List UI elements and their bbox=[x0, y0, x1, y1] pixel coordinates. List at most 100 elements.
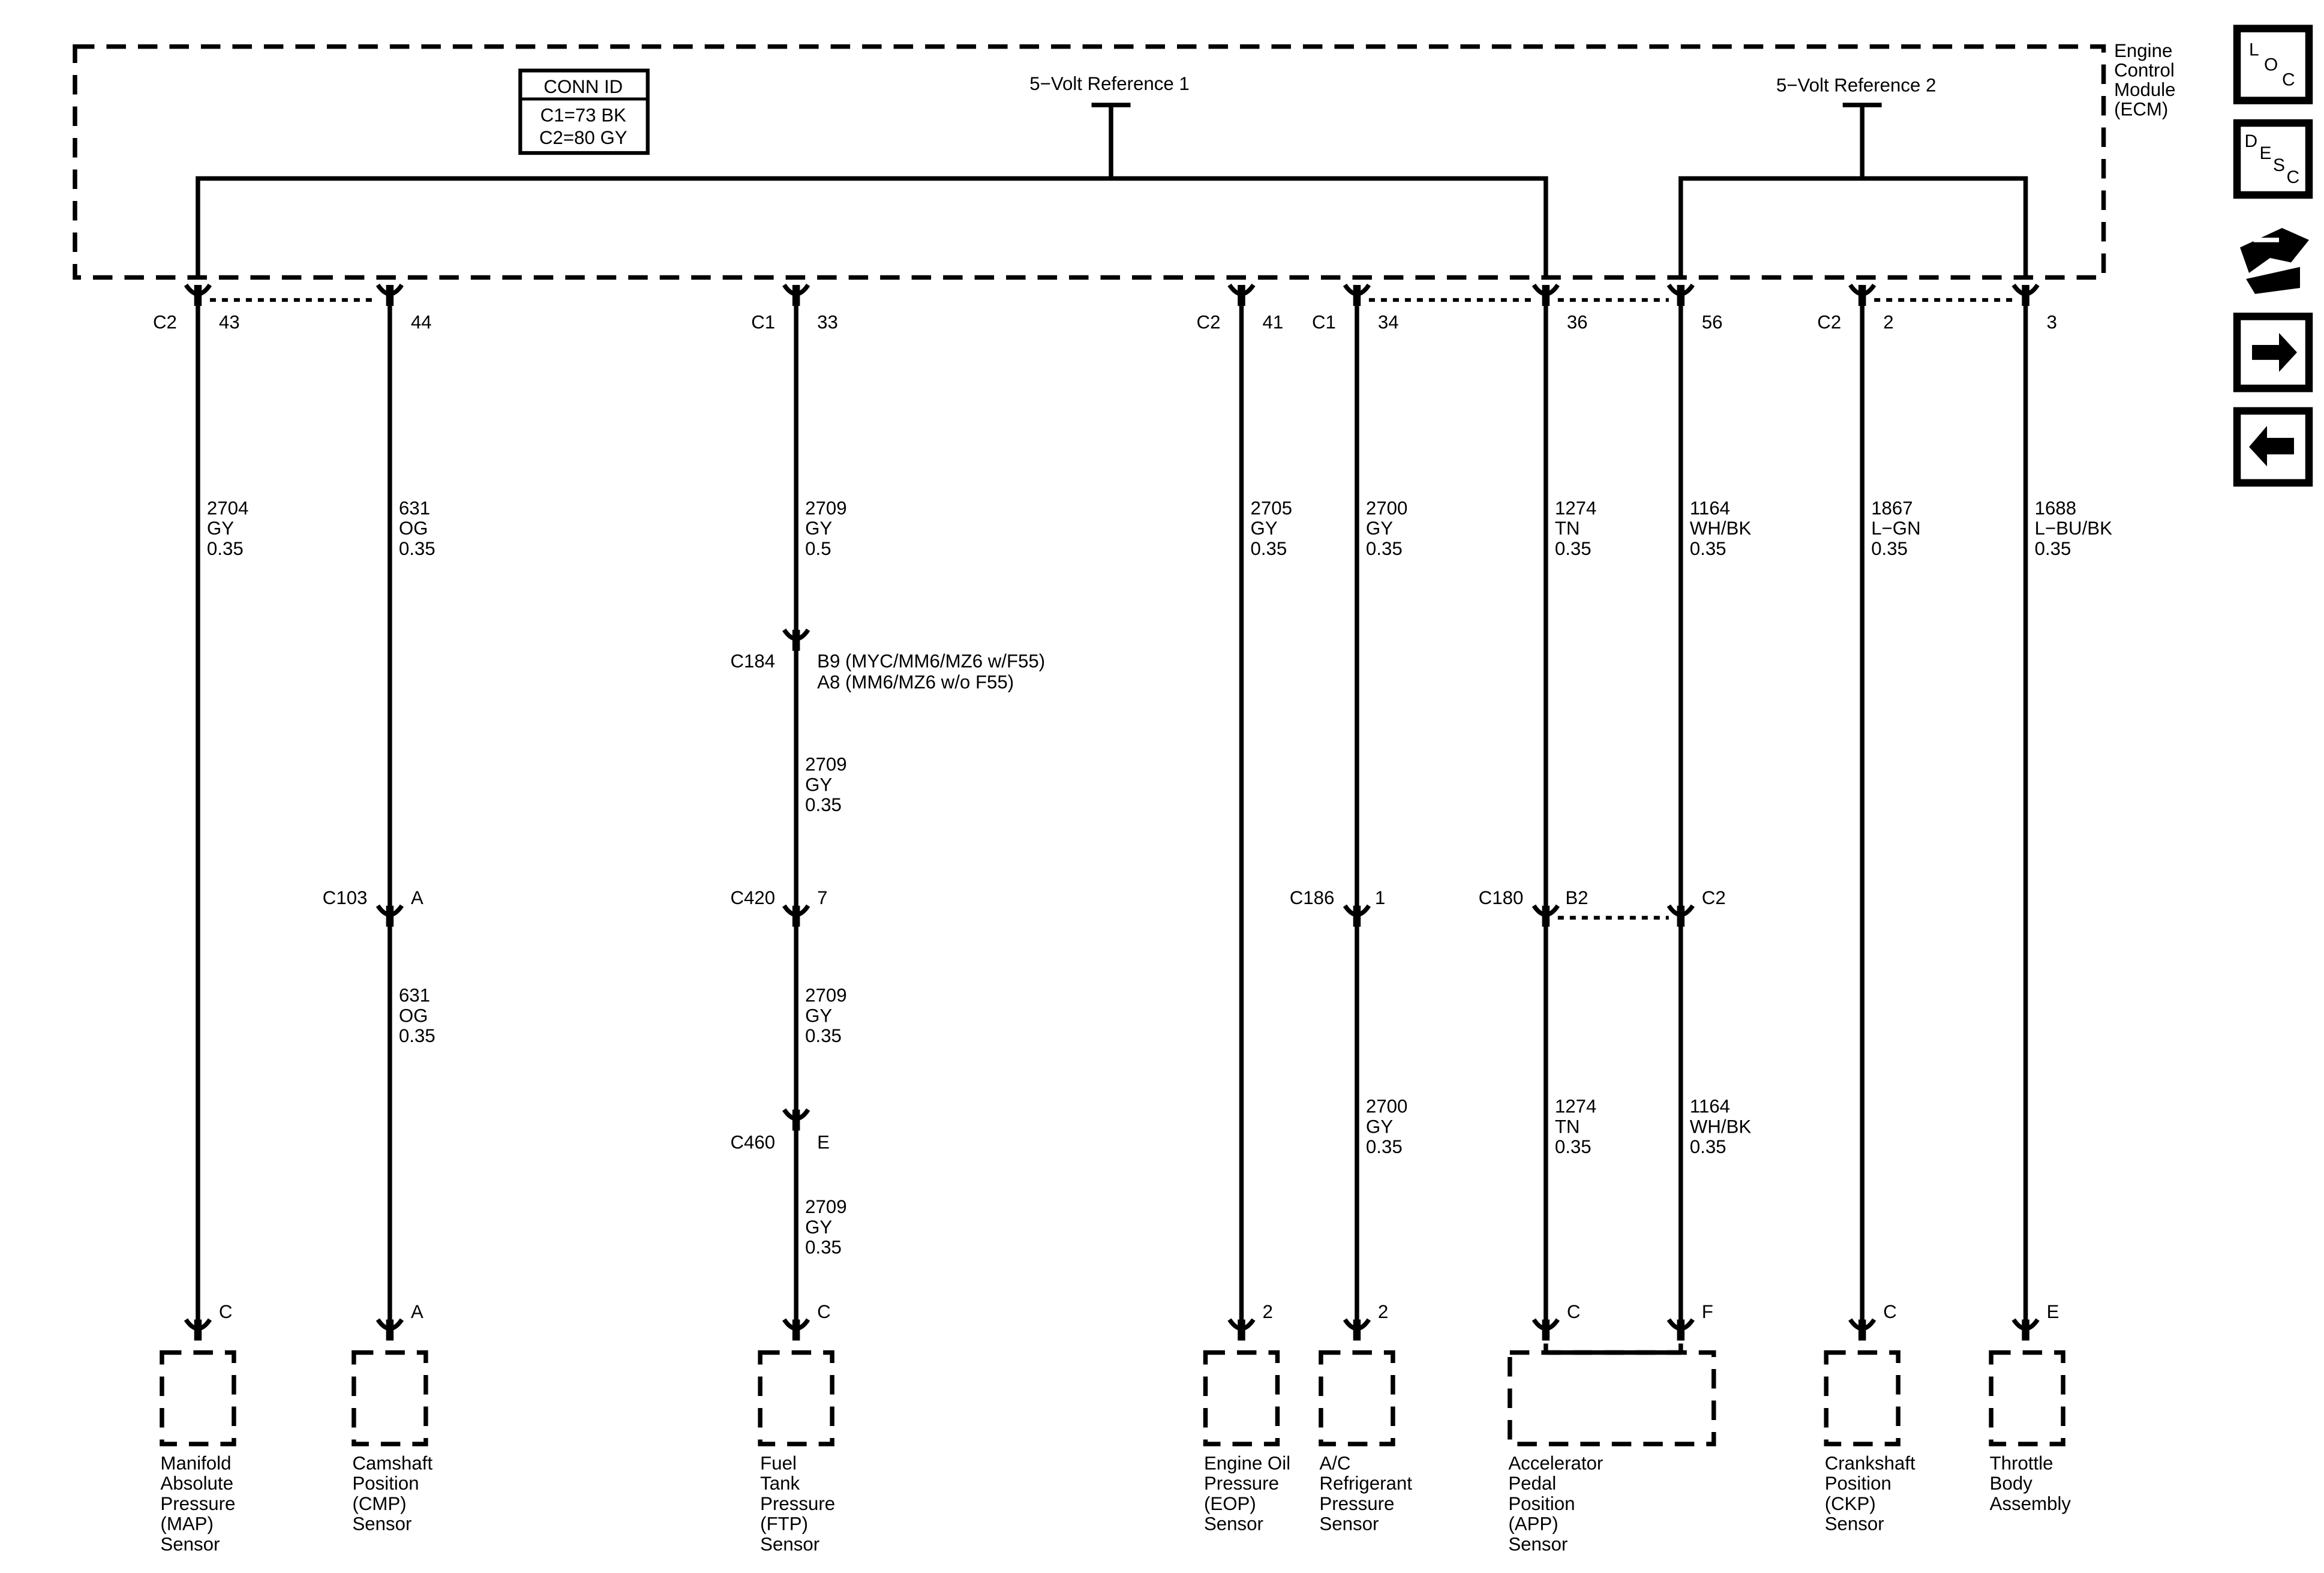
conn-id-line: C2=80 GY bbox=[539, 127, 627, 148]
wire-label: 2705 bbox=[1250, 497, 1292, 518]
ecm-pin-number: 56 bbox=[1702, 311, 1723, 332]
connector-pin bbox=[792, 1109, 800, 1131]
ecm-connector-id: C2 bbox=[1817, 311, 1841, 332]
wire-label: 0.35 bbox=[805, 1025, 842, 1046]
component-pin-number: A bbox=[411, 1301, 424, 1322]
connector-pin bbox=[1238, 1319, 1245, 1341]
wire-label: 0.35 bbox=[1250, 538, 1287, 559]
wire-label: 631 bbox=[399, 497, 430, 518]
connector-pin bbox=[386, 1319, 394, 1341]
ecm-pin-number: 3 bbox=[2047, 311, 2057, 332]
wire-label: TN bbox=[1555, 518, 1580, 539]
wire-label: 2700 bbox=[1366, 497, 1407, 518]
reference-bus-2 bbox=[1679, 103, 2028, 279]
inline-connector-id: C420 bbox=[730, 887, 775, 908]
connector-pin bbox=[194, 284, 202, 306]
wire-label: 0.35 bbox=[207, 538, 244, 559]
component-name: Body bbox=[1990, 1473, 2033, 1494]
inline-connector-id: C184 bbox=[730, 650, 775, 671]
connector-pin bbox=[1238, 284, 1245, 306]
wire-label: L−BU/BK bbox=[2035, 518, 2113, 539]
wire-label: 2709 bbox=[805, 497, 846, 518]
connector-wrench-icon[interactable] bbox=[2240, 227, 2310, 294]
component-name: Pressure bbox=[160, 1493, 235, 1514]
wire-label: 1164 bbox=[1690, 497, 1730, 518]
description-button[interactable]: D E S C bbox=[2233, 119, 2313, 199]
component-name: Camshaft bbox=[352, 1452, 433, 1473]
wire-label: GY bbox=[805, 1005, 832, 1026]
ecm-pin-number: 41 bbox=[1262, 311, 1283, 332]
wire-label: 0.35 bbox=[2035, 538, 2071, 559]
ecm-connector-id: C2 bbox=[1197, 311, 1221, 332]
wire-label: 0.35 bbox=[1366, 1136, 1403, 1157]
component-name: Pressure bbox=[1204, 1473, 1279, 1494]
component-name: Fuel bbox=[760, 1452, 797, 1473]
wire-label: 0.5 bbox=[805, 538, 831, 559]
loc-letter: O bbox=[2264, 55, 2278, 75]
connector-pin bbox=[194, 1319, 202, 1341]
wire-label: 0.35 bbox=[399, 538, 436, 559]
component-name: Refrigerant bbox=[1319, 1473, 1412, 1494]
desc-letter: C bbox=[2287, 167, 2300, 187]
component-pin-number: E bbox=[2047, 1301, 2059, 1322]
wire-label: 0.35 bbox=[1555, 1136, 1592, 1157]
connector-pin bbox=[1542, 905, 1550, 927]
reference-bus-1 bbox=[196, 103, 1548, 279]
wire-label: GY bbox=[1366, 1116, 1393, 1137]
component-name: Sensor bbox=[352, 1514, 412, 1535]
wire-label: 2704 bbox=[207, 497, 248, 518]
connector-pin bbox=[386, 905, 394, 927]
component-box-tb bbox=[1989, 1350, 2065, 1446]
connector-pin bbox=[1677, 1319, 1685, 1341]
ecm-pin-number: 34 bbox=[1378, 311, 1399, 332]
wire-label: GY bbox=[1366, 518, 1393, 539]
wire-label: 0.35 bbox=[1871, 538, 1908, 559]
ecm-label: Engine Control Module (ECM) bbox=[2114, 40, 2175, 119]
inline-pin: B2 bbox=[1565, 887, 1588, 908]
connector-pin bbox=[2022, 1319, 2029, 1341]
wire-label: 0.35 bbox=[1366, 538, 1403, 559]
inline-connector-id: C460 bbox=[730, 1132, 775, 1153]
loc-letter: L bbox=[2249, 40, 2259, 60]
wire-label: GY bbox=[207, 518, 234, 539]
conn-id-box: CONN ID C1=73 BK C2=80 GY bbox=[518, 68, 650, 155]
inline-pin: A bbox=[411, 887, 424, 908]
inline-pin: E bbox=[817, 1132, 830, 1153]
arrow-right-icon bbox=[2252, 332, 2298, 372]
ecm-pin-number: 2 bbox=[1883, 311, 1893, 332]
component-name: A/C bbox=[1319, 1452, 1350, 1473]
wire-label: 0.35 bbox=[805, 794, 842, 815]
wire-label: 1274 bbox=[1555, 1096, 1596, 1117]
previous-button[interactable] bbox=[2233, 407, 2313, 487]
connector-pin bbox=[386, 284, 394, 306]
desc-letter: E bbox=[2260, 143, 2272, 163]
conn-id-line: C1=73 BK bbox=[541, 105, 626, 126]
component-name: (EOP) bbox=[1204, 1493, 1256, 1514]
component-box-acr bbox=[1319, 1350, 1395, 1446]
connector-pin bbox=[1353, 284, 1361, 306]
connector-pin bbox=[792, 284, 800, 306]
ecm-connector-id: C1 bbox=[751, 311, 775, 332]
location-button[interactable]: L O C bbox=[2233, 25, 2313, 104]
inline-pin: B9 (MYC/MM6/MZ6 w/F55) bbox=[817, 650, 1045, 671]
component-name: Assembly bbox=[1990, 1493, 2071, 1514]
connector-pin bbox=[2022, 284, 2029, 306]
next-button[interactable] bbox=[2233, 313, 2313, 392]
wire-label: L−GN bbox=[1871, 518, 1920, 539]
wire-label: 0.35 bbox=[805, 1237, 842, 1258]
component-name: Pedal bbox=[1508, 1473, 1556, 1494]
inline-connector-id: C186 bbox=[1290, 887, 1335, 908]
component-name: Position bbox=[352, 1473, 419, 1494]
component-name: Sensor bbox=[1204, 1514, 1263, 1535]
wire-label: 2709 bbox=[805, 985, 846, 1006]
wire-label: 0.35 bbox=[1690, 538, 1727, 559]
inline-pin: A8 (MM6/MZ6 w/o F55) bbox=[817, 671, 1014, 692]
ecm-pin-number: 43 bbox=[219, 311, 240, 332]
component-name: Throttle bbox=[1990, 1452, 2053, 1473]
component-name: Position bbox=[1825, 1473, 1891, 1494]
reference-2-label: 5−Volt Reference 2 bbox=[1776, 75, 1936, 96]
ecm-connector-id: C1 bbox=[1312, 311, 1336, 332]
inline-pin: 7 bbox=[817, 887, 827, 908]
connector-pin bbox=[1677, 905, 1685, 927]
